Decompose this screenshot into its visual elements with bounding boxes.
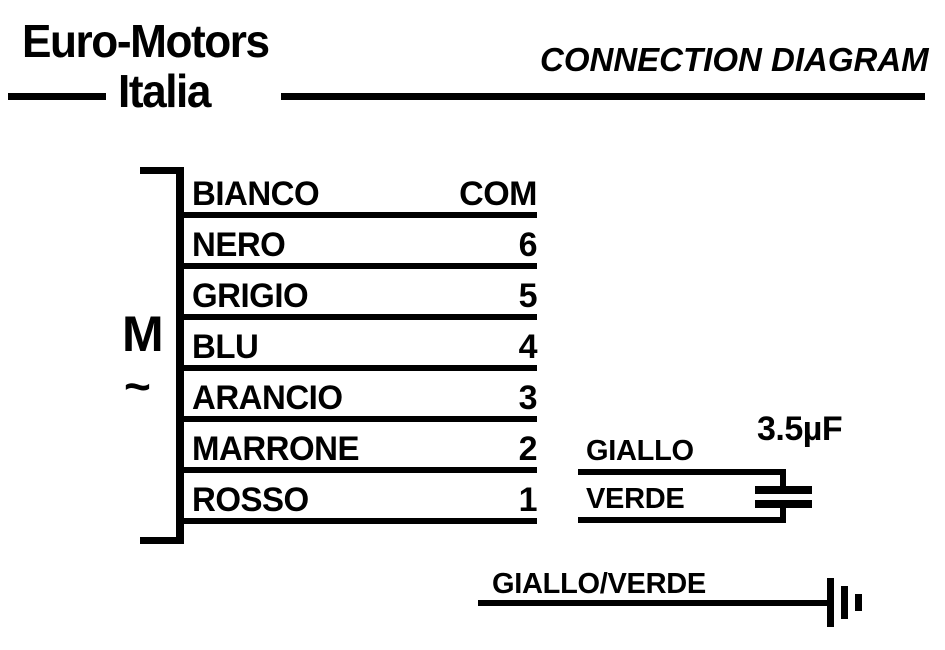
capacitor-wire-label-top: GIALLO bbox=[586, 435, 694, 467]
document-title: CONNECTION DIAGRAM bbox=[540, 41, 929, 78]
terminal-number-label: COM bbox=[459, 175, 537, 213]
logo-rule-left bbox=[8, 93, 106, 100]
wire-colour-label: GRIGIO bbox=[192, 277, 309, 315]
wire-row-line bbox=[178, 365, 537, 371]
motor-m-icon: M bbox=[122, 306, 164, 362]
wire-row-line bbox=[178, 212, 537, 218]
wire-row: NERO 6 bbox=[178, 218, 538, 269]
wire-colour-label: BLU bbox=[192, 328, 259, 366]
ground-icon-bar-2 bbox=[841, 586, 848, 619]
terminal-number-label: 3 bbox=[518, 379, 538, 417]
capacitor-wire-top bbox=[578, 469, 786, 475]
wire-colour-label: NERO bbox=[192, 226, 286, 264]
capacitor-lead-bottom bbox=[780, 502, 786, 523]
wire-colour-label: BIANCO bbox=[192, 175, 320, 213]
wire-row-line bbox=[178, 263, 537, 269]
wire-row: BIANCO COM bbox=[178, 167, 537, 218]
ground-icon-bar-3 bbox=[855, 594, 862, 611]
capacitor-value-label: 3.5µF bbox=[757, 410, 843, 448]
wire-row-line bbox=[178, 314, 537, 320]
wire-row: GRIGIO 5 bbox=[178, 269, 538, 320]
earth-wire-line bbox=[478, 600, 830, 606]
ac-supply-tilde-icon: ~ bbox=[124, 360, 151, 412]
capacitor-plate-top-icon bbox=[755, 486, 812, 494]
logo-rule-right bbox=[281, 93, 925, 100]
wire-row-line bbox=[178, 518, 537, 524]
terminal-number-label: 1 bbox=[518, 481, 538, 519]
wire-row: BLU 4 bbox=[178, 320, 538, 371]
wire-row: MARRONE 2 bbox=[178, 422, 538, 473]
wire-row-line bbox=[178, 416, 537, 422]
capacitor-wire-bottom bbox=[578, 517, 786, 523]
wire-row-line bbox=[178, 467, 537, 473]
ground-icon-bar-1 bbox=[827, 578, 834, 627]
bus-vertical-line bbox=[176, 167, 184, 544]
wire-colour-label: ROSSO bbox=[192, 481, 309, 519]
wire-row: ARANCIO 3 bbox=[178, 371, 538, 422]
wire-row: ROSSO 1 bbox=[178, 473, 538, 524]
brand-name-line1: Euro-Motors bbox=[22, 15, 270, 67]
terminal-number-label: 6 bbox=[518, 226, 538, 264]
terminal-number-label: 4 bbox=[518, 328, 538, 366]
capacitor-plate-bottom-icon bbox=[755, 500, 812, 508]
terminal-number-label: 2 bbox=[518, 430, 538, 468]
capacitor-lead-top bbox=[780, 469, 786, 491]
capacitor-wire-label-bottom: VERDE bbox=[586, 483, 685, 515]
bus-stub-bottom bbox=[140, 537, 184, 544]
terminal-number-label: 5 bbox=[518, 277, 538, 315]
earth-wire-label: GIALLO/VERDE bbox=[492, 568, 706, 600]
brand-name-line2: Italia bbox=[118, 65, 211, 117]
bus-stub-top bbox=[140, 167, 184, 174]
wire-colour-label: MARRONE bbox=[192, 430, 360, 468]
wire-colour-label: ARANCIO bbox=[192, 379, 343, 417]
